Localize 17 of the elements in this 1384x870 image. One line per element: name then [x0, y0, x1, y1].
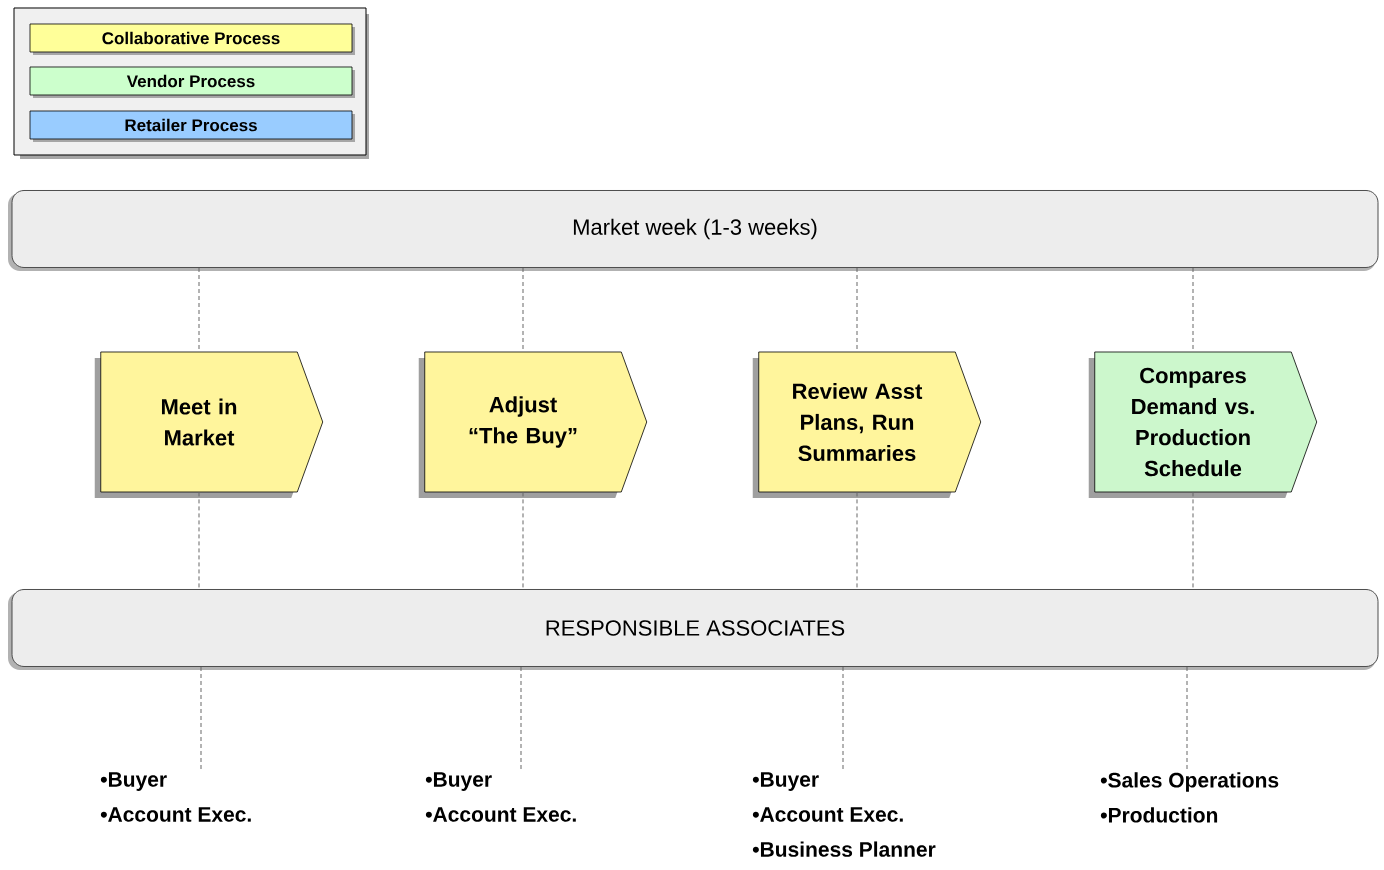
process-chevron: Meet in Market	[94, 351, 324, 498]
connector-line	[1192, 491, 1194, 590]
legend-label: Vendor Process	[126, 74, 255, 88]
band: RESPONSIBLE ASSOCIATES	[8, 589, 1379, 670]
process-chevron: Compares Demand vs. Production Schedule	[1088, 351, 1318, 498]
band: Market week (1-3 weeks)	[8, 190, 1379, 271]
associate-list: •Buyer •Account Exec.	[425, 772, 576, 822]
connector-line	[198, 491, 200, 590]
process-chevron: Adjust “The Buy”	[418, 351, 648, 498]
connector-line	[522, 491, 524, 590]
associate-list: •Buyer •Account Exec.	[100, 772, 251, 822]
connector-line	[856, 491, 858, 590]
legend-label: Retailer Process	[125, 118, 257, 132]
process-chevron: Review Asst Plans, Run Summaries	[752, 351, 982, 498]
associate-list: •Buyer •Account Exec. •Business Planner	[752, 772, 936, 857]
legend-label: Collaborative Process	[102, 31, 280, 45]
associate-list: •Sales Operations •Production	[1100, 772, 1279, 823]
